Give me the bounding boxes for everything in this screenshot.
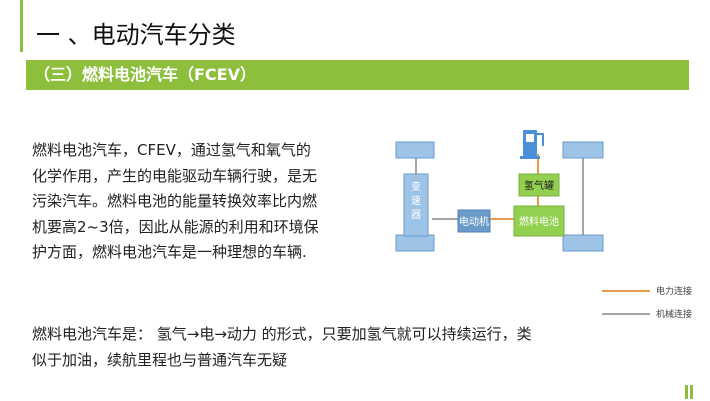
section-title: （三）燃料电池汽车（FCEV） <box>34 65 256 84</box>
legend-electric-label: 电力连接 <box>656 287 693 297</box>
text-line: 燃料电池汽车，CFEV，通过氢气和氧气的 <box>32 141 311 159</box>
section-banner: （三）燃料电池汽车（FCEV） <box>26 60 689 90</box>
transmission-box <box>403 173 429 237</box>
hydrogen-tank-box <box>518 173 560 197</box>
transmission-label-char: 器 <box>411 209 421 221</box>
transmission-label-char: 变 <box>411 180 421 193</box>
front-left-wheel <box>395 141 435 159</box>
paragraph-fuel-cell-operation: 燃料电池汽车是： 氢气→电→动力 的形式，只要加氢气就可以持续运行，类 似于加油… <box>32 322 652 373</box>
rear-left-wheel <box>562 141 604 159</box>
fuel-cell-drivetrain-diagram: 变 速 器 电动机 燃料电池 氢气罐 <box>395 130 604 252</box>
text-line: 化学作用，产生的电能驱动车辆行驶，是无 <box>32 166 318 185</box>
legend-mechanical-line <box>602 313 650 315</box>
hydrogen-tank-label: 氢气罐 <box>524 179 554 192</box>
fuel-cell-box <box>513 205 565 237</box>
text-line: 护方面，燃料电池汽车是一种理想的车辆. <box>32 243 307 261</box>
hydrogen-pump-icon <box>520 130 544 159</box>
transmission-label-char: 速 <box>411 195 421 207</box>
motor-label: 电动机 <box>459 215 489 228</box>
legend-mechanical-label: 机械连接 <box>656 310 693 320</box>
text-line: 机要高2~3倍，因此从能源的利用和环境保 <box>32 217 319 236</box>
title-accent-bar <box>20 0 23 52</box>
text-line: 燃料电池汽车是： 氢气→电→动力 的形式，只要加氢气就可以持续运行，类 <box>32 325 532 343</box>
paragraph-fuel-cell-intro: 燃料电池汽车，CFEV，通过氢气和氧气的 化学作用，产生的电能驱动车辆行驶，是无… <box>32 138 372 266</box>
fuel-cell-label: 燃料电池 <box>519 215 559 228</box>
page-title: 一 、电动汽车分类 <box>36 21 236 49</box>
corner-accent-mark <box>685 385 688 399</box>
text-line: 污染汽车。燃料电池的能量转换效率比内燃 <box>32 192 318 210</box>
motor-box <box>457 209 491 233</box>
front-right-wheel <box>395 234 435 252</box>
rear-right-wheel <box>562 234 604 252</box>
corner-accent-mark <box>690 385 693 399</box>
text-line: 似于加油，续航里程也与普通汽车无疑 <box>32 350 288 369</box>
legend-electric-line <box>602 290 650 292</box>
